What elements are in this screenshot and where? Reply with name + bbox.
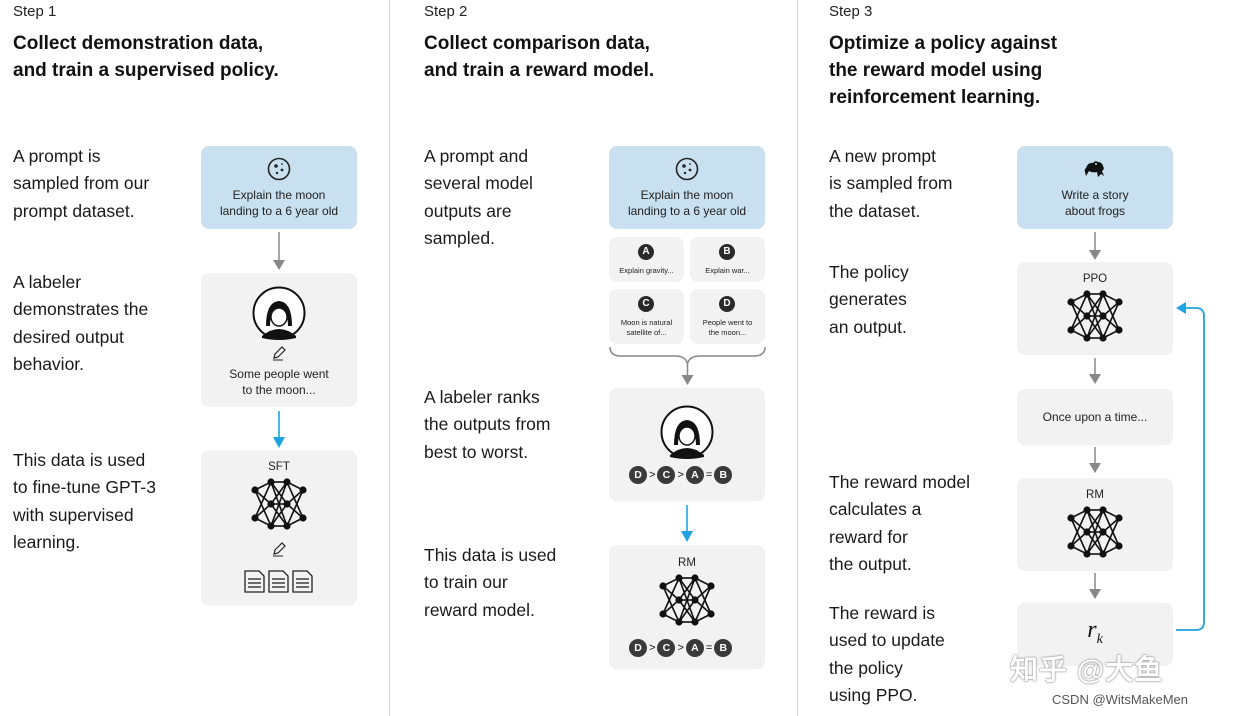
rm-ranking-row: D> C> A= B: [629, 639, 733, 657]
output-text-a: Explain gravity...: [619, 266, 674, 275]
step3-reward-box: rk: [1017, 603, 1173, 666]
output-card-a: A Explain gravity...: [609, 237, 684, 282]
ranking-row: D> C> A= B: [629, 466, 733, 484]
step3-title-line2: the reward model using: [829, 60, 1043, 81]
step3-title-line3: reinforcement learning.: [829, 87, 1041, 108]
sft-label: SFT: [268, 461, 290, 473]
step3-title-line1: Optimize a policy against: [829, 33, 1058, 54]
zhihu-watermark: 知乎 @大鱼: [1010, 654, 1164, 685]
step3-output-box: Once upon a time...: [1017, 389, 1173, 445]
step2-label: Step 2: [424, 3, 468, 20]
step3-arrow-1: [1089, 232, 1101, 260]
output-letter-b: B: [719, 244, 735, 260]
step2-title-line1: Collect comparison data,: [424, 33, 650, 54]
labeler-avatar-icon: [252, 286, 306, 340]
step2-rm-box: RM D> C> A= B: [609, 545, 765, 669]
step3-arrow-2: [1089, 358, 1101, 384]
output-letter-a: A: [638, 244, 654, 260]
feedback-loop-arrow: [1176, 302, 1205, 631]
step3-arrow-3: [1089, 447, 1101, 473]
step2-brace-arrow: [609, 346, 766, 385]
step1-arrow-1: [273, 232, 285, 270]
step2-labeler-box: D> C> A= B: [609, 388, 765, 501]
neural-net-icon: [1067, 290, 1123, 342]
output-text-b: Explain war...: [705, 266, 750, 275]
ppo-label: PPO: [1082, 273, 1108, 285]
step3-rm-box: RM: [1017, 478, 1173, 571]
rm-label: RM: [678, 557, 696, 569]
step3-output-text: Once upon a time...: [1042, 410, 1148, 424]
step2-arrow-blue: [681, 505, 693, 542]
pencil-icon: [273, 542, 286, 557]
divider-1: [389, 0, 390, 716]
output-letter-c: C: [638, 296, 654, 312]
frog-icon: [1084, 161, 1104, 177]
step1-arrow-2: [273, 411, 285, 448]
step1-sft-box: SFT: [201, 450, 357, 606]
output-card-b: B Explain war...: [690, 237, 765, 282]
reward-symbol: rk: [1087, 617, 1103, 647]
neural-net-icon: [251, 478, 307, 530]
divider-2: [797, 0, 798, 716]
labeler-avatar-icon: [660, 405, 714, 459]
step1-title-line1: Collect demonstration data,: [13, 33, 264, 54]
step3-rm-label: RM: [1086, 489, 1104, 501]
step3-ppo-box: PPO: [1017, 262, 1173, 355]
pencil-icon: [273, 346, 286, 361]
step2-title-line2: and train a reward model.: [424, 60, 655, 81]
step1-title-line2: and train a supervised policy.: [13, 60, 279, 81]
neural-net-icon: [659, 574, 715, 626]
neural-net-icon: [1067, 506, 1123, 558]
documents-icon: [244, 570, 313, 593]
csdn-watermark: CSDN @WitsMakeMen: [1052, 692, 1188, 707]
step1-label: Step 1: [13, 3, 57, 20]
step3-label: Step 3: [829, 3, 873, 20]
step3-arrow-4: [1089, 573, 1101, 599]
output-letter-d: D: [719, 296, 735, 312]
moon-icon: [675, 157, 699, 181]
moon-icon: [267, 157, 291, 181]
